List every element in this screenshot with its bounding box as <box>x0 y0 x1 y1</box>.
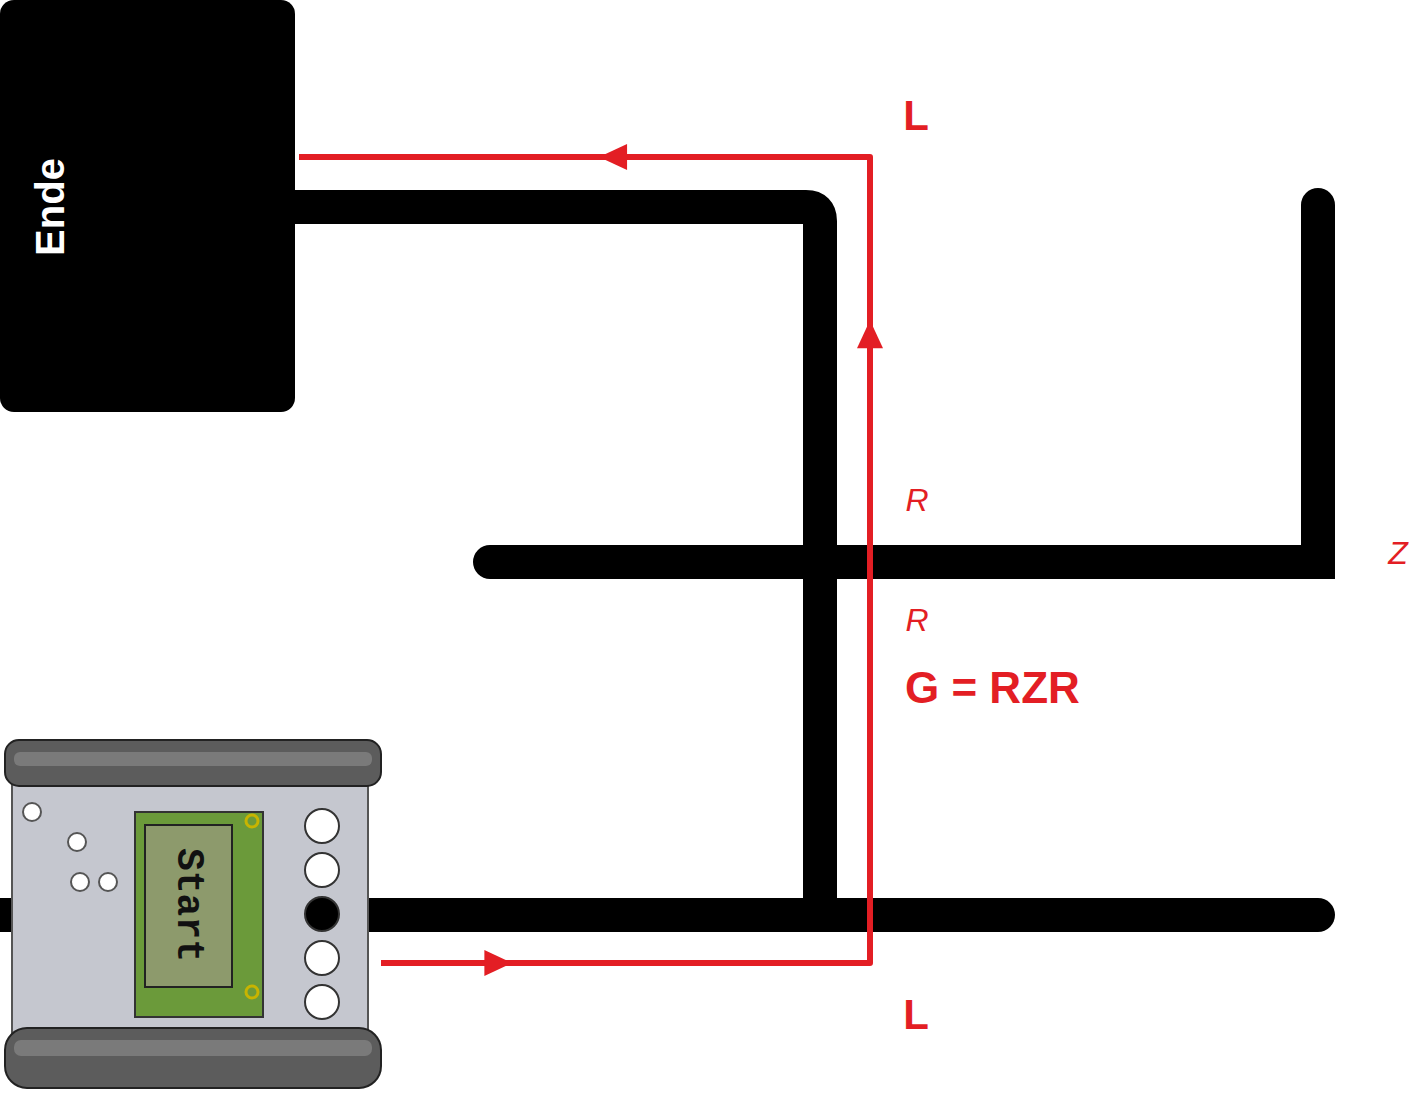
robot-tread <box>14 1040 372 1056</box>
screw <box>23 803 41 821</box>
turn-letter: L <box>903 95 929 137</box>
rule-formula: G = RZR <box>905 666 1080 710</box>
lcd-mount <box>246 815 258 827</box>
screw <box>99 873 117 891</box>
crossing-letter: R <box>905 484 928 516</box>
lcd-board <box>135 812 263 1017</box>
arrow-head <box>599 144 627 170</box>
robot-body <box>12 772 368 1052</box>
robot-illustration <box>5 740 381 1088</box>
robot-screws <box>23 803 117 891</box>
turn-letter: L <box>903 994 929 1036</box>
robot-tread <box>5 740 381 786</box>
button <box>305 941 339 975</box>
robot-start-display: Start <box>5 738 381 1090</box>
display-text: Start <box>169 848 207 962</box>
screw <box>68 833 86 851</box>
lcd-screen <box>145 825 232 987</box>
robot-tread <box>5 1028 381 1088</box>
robot-tread <box>14 752 372 766</box>
screw <box>71 873 89 891</box>
button <box>305 853 339 887</box>
button <box>305 809 339 843</box>
robot-buttons <box>305 809 339 1019</box>
crossing-letter: R <box>905 604 928 636</box>
button <box>305 897 339 931</box>
track-line <box>490 205 1318 562</box>
route-line <box>299 157 870 963</box>
end-label: Ende <box>30 158 70 256</box>
end-box: Ende <box>0 0 295 412</box>
arrow-head <box>484 950 512 976</box>
route-arrow <box>299 144 883 976</box>
button <box>305 985 339 1019</box>
crossing-letter: Z <box>1388 537 1408 569</box>
lcd-mount <box>246 986 258 998</box>
arrow-head <box>857 320 883 348</box>
